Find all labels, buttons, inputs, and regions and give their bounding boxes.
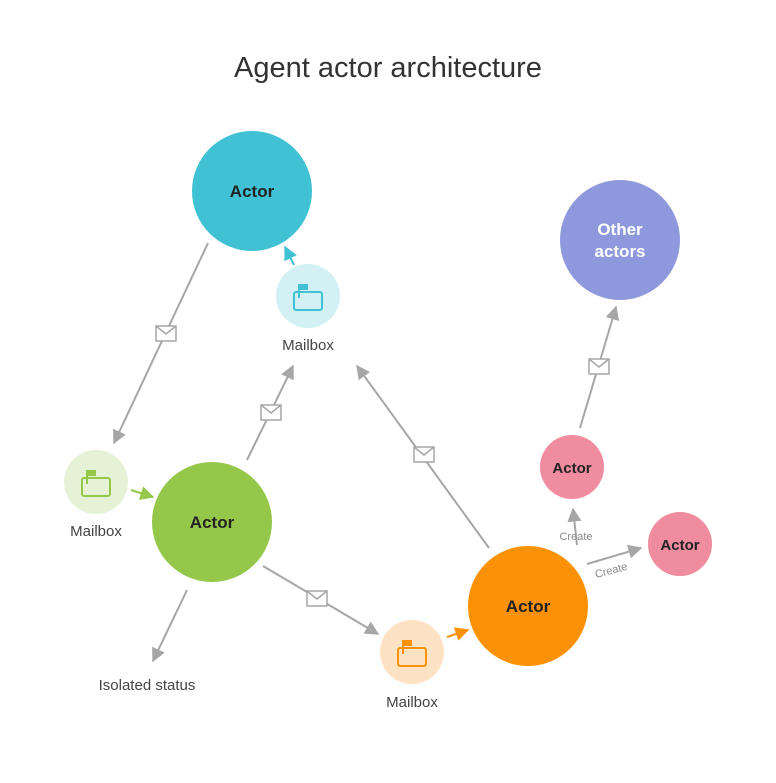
mailbox-cyan[interactable]: [276, 264, 340, 328]
actor-green-label: Actor: [190, 513, 235, 532]
other-actors-label-line1: Other: [597, 220, 643, 239]
actor-node-top[interactable]: Actor: [192, 131, 312, 251]
actor-node-green[interactable]: Actor: [152, 462, 272, 582]
actor-top-label: Actor: [230, 182, 275, 201]
envelope-icon: [306, 590, 328, 607]
actor-orange-label: Actor: [506, 597, 551, 616]
envelope-icon: [155, 325, 177, 342]
envelope-icon: [260, 404, 282, 421]
actor-pink-right-label: Actor: [660, 537, 699, 554]
mailbox-orange[interactable]: [380, 620, 444, 684]
mailbox-cyan-label: Mailbox: [282, 337, 334, 354]
other-actors-label-line2: actors: [594, 242, 645, 261]
actor-node-orange[interactable]: Actor: [468, 546, 588, 666]
isolated-status-label: Isolated status: [99, 677, 196, 694]
edge-orange-mailbox-to-actor: [446, 627, 470, 641]
envelope-icon: [588, 358, 610, 375]
other-actors-node[interactable]: Other actors: [560, 180, 680, 300]
actor-node-pink-right[interactable]: Actor: [648, 512, 712, 576]
mailbox-icon: [293, 284, 323, 311]
edge-green-mailbox-to-actor: [130, 486, 155, 500]
mailbox-icon: [397, 640, 427, 667]
mailbox-green-label: Mailbox: [70, 523, 122, 540]
page-title: Agent actor architecture: [234, 52, 542, 84]
edge-green-actor-to-isolated-status: [152, 589, 188, 663]
mailbox-green[interactable]: [64, 450, 128, 514]
create-label-up: Create: [559, 531, 592, 543]
create-label-right: Create: [594, 561, 629, 581]
edge-create-pink-top: [567, 507, 582, 546]
edge-top-actor-to-green-mailbox: [113, 242, 209, 445]
actor-node-pink-top[interactable]: Actor: [540, 435, 604, 499]
mailbox-orange-label: Mailbox: [386, 694, 438, 711]
mailbox-icon: [81, 470, 111, 497]
edge-create-pink-right: [586, 544, 643, 565]
edge-cyan-mailbox-to-actor: [284, 245, 297, 266]
envelope-icon: [413, 446, 435, 463]
actor-pink-top-label: Actor: [552, 460, 591, 477]
